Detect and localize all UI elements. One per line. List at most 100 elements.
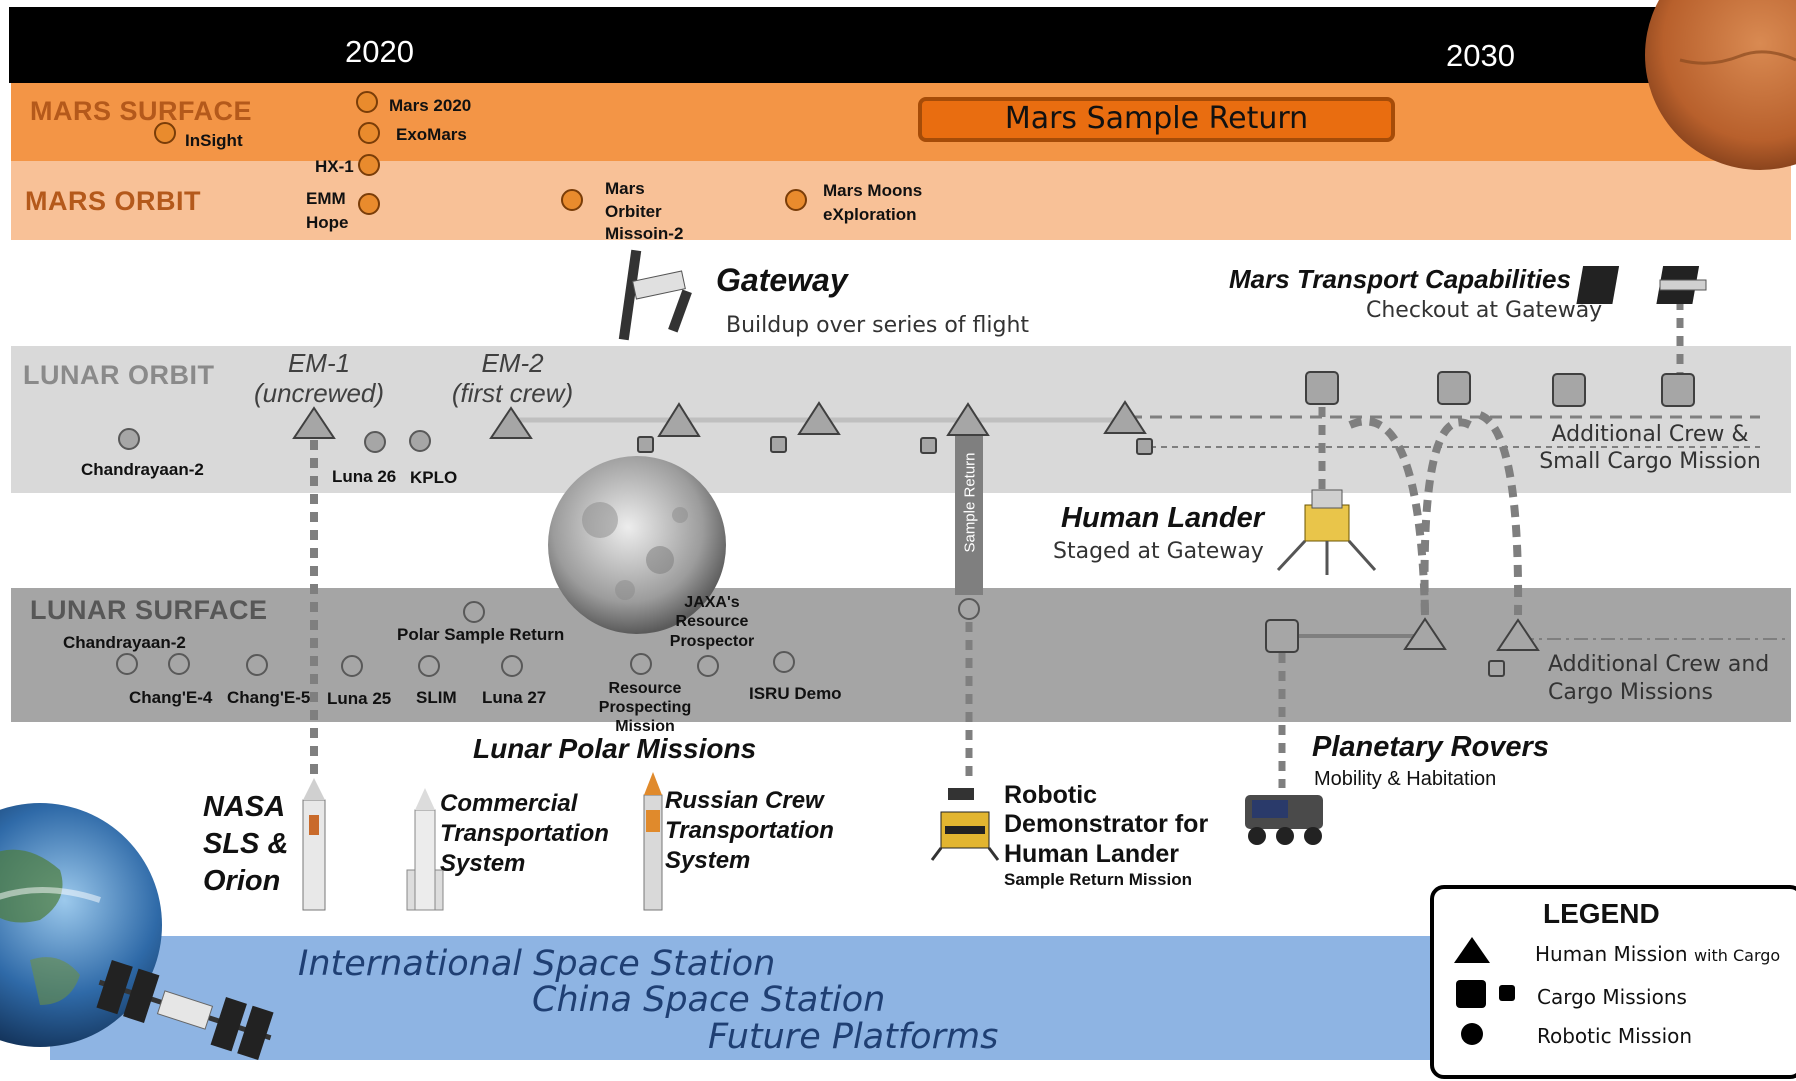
slim-label: SLIM	[416, 688, 457, 707]
legend-circle-icon	[1461, 1023, 1483, 1045]
cargo-orbit-4-marker	[1661, 373, 1695, 407]
robotic-demo-line1: Robotic	[1004, 781, 1098, 809]
leo-band	[50, 936, 1430, 1060]
cargo-orbit-1-marker	[1305, 371, 1339, 405]
emm-hope-marker	[358, 193, 380, 215]
change4-label: Chang'E-4	[129, 688, 213, 707]
jaxa-label-line2: Resource	[675, 613, 749, 630]
mars-surface-band	[11, 83, 1791, 161]
lunar-surface-title: LUNAR SURFACE	[30, 595, 268, 625]
legend-human-text: Human Mission	[1535, 942, 1688, 966]
human-lander-title: Human Lander	[1061, 502, 1265, 534]
additional-orbit-label-line1: Additional Crew &	[1551, 422, 1749, 447]
legend-small-square-icon	[1499, 985, 1515, 1001]
iss-icon	[96, 959, 274, 1061]
chandrayaan2-surface-marker	[116, 653, 138, 675]
hx1-label: HX-1	[315, 157, 354, 176]
mars-transport-subtitle: Checkout at Gateway	[1366, 298, 1603, 323]
rpm-label-line1: Resource	[608, 680, 682, 697]
cargo-surface-marker	[1265, 619, 1299, 653]
robotic-mission-markers-orbit	[118, 428, 431, 453]
luna26-label: Luna 26	[332, 467, 397, 486]
polar-sample-return-label: Polar Sample Return	[397, 625, 565, 644]
isru-marker	[773, 651, 795, 673]
additional-surface-label-line1: Additional Crew and	[1548, 652, 1770, 677]
mmx-label-line1: Mars Moons	[823, 181, 923, 200]
commercial-label-line2: Transportation	[440, 820, 609, 847]
mom2-label-line1: Mars	[605, 179, 645, 198]
mars-transport-title: Mars Transport Capabilities	[1229, 264, 1571, 294]
sls-rocket-icon	[302, 778, 326, 911]
small-cargo-1-marker	[637, 436, 654, 453]
insight-label: InSight	[185, 131, 243, 150]
jaxa-label-line1: JAXA's	[684, 594, 740, 611]
lunar-orbit-title: LUNAR ORBIT	[23, 360, 215, 390]
commercial-label-line3: System	[440, 850, 526, 877]
sls-label-line2: SLS &	[203, 828, 289, 860]
russian-label-line1: Russian Crew	[665, 787, 824, 814]
kplo-label: KPLO	[410, 468, 458, 487]
mmx-label-line2: eXploration	[823, 205, 917, 224]
cargo-orbit-2-marker	[1437, 371, 1471, 405]
lunar-polar-missions-title: Lunar Polar Missions	[473, 733, 757, 764]
rpm-label-line3: Mission	[615, 718, 675, 735]
luna26-marker	[364, 431, 386, 453]
timeline-header	[9, 7, 1796, 83]
mars2020-label: Mars 2020	[389, 96, 472, 115]
luna27-label: Luna 27	[482, 688, 547, 707]
robotic-demo-sub: Sample Return Mission	[1004, 870, 1192, 889]
hx1-marker	[358, 154, 380, 176]
planetary-rovers-title: Planetary Rovers	[1312, 731, 1549, 763]
em1-label-line2: (uncrewed)	[253, 378, 385, 408]
sample-return-bar-label: Sample Return	[961, 452, 979, 553]
year-2030-label: 2030	[1446, 38, 1515, 73]
sample-return-surface-marker	[958, 598, 980, 620]
rpm-label-line2: Prospecting	[598, 699, 692, 716]
change5-label: Chang'E-5	[227, 688, 311, 707]
mom2-marker	[561, 189, 583, 211]
gateway-flight-3-marker	[946, 402, 990, 436]
rpm-marker	[630, 653, 652, 675]
jaxa-marker	[697, 655, 719, 677]
additional-orbit-label-line2: Small Cargo Mission	[1539, 449, 1761, 474]
mom2-label-line3: Missoin-2	[605, 224, 684, 243]
legend-triangle-icon	[1454, 937, 1490, 963]
em2-marker	[489, 406, 533, 439]
small-cargo-4-marker	[1136, 438, 1153, 455]
descent-path-2	[1420, 418, 1472, 616]
css-label: China Space Station	[532, 980, 886, 1020]
chandrayaan2-surface-label: Chandrayaan-2	[63, 633, 186, 652]
legend-robotic-label: Robotic Mission	[1537, 1024, 1693, 1048]
russian-label-line3: System	[665, 847, 751, 874]
commercial-label-line1: Commercial	[440, 790, 578, 817]
mars-sample-return-label: Mars Sample Return	[1004, 101, 1309, 136]
mars-orbit-band	[11, 161, 1791, 240]
luna27-marker	[501, 655, 523, 677]
em2-label-line1: EM-2	[481, 348, 544, 378]
human-mission-markers	[292, 400, 1540, 651]
gateway-title: Gateway	[716, 262, 848, 298]
iss-label: International Space Station	[298, 944, 776, 984]
exomars-label: ExoMars	[396, 125, 467, 144]
human-lander-icon	[1276, 489, 1377, 575]
robotic-lander-icon	[930, 788, 1000, 861]
surface-human-1-marker	[1403, 617, 1447, 650]
small-cargo-5-marker	[1488, 660, 1505, 677]
lunar-surface-band	[11, 588, 1791, 722]
em1-label-line1: EM-1	[287, 348, 351, 378]
gateway-flight-2-marker	[797, 401, 841, 435]
moon-icon	[548, 456, 726, 634]
surface-human-2-marker	[1496, 618, 1540, 651]
russian-rocket-icon	[643, 772, 663, 911]
mars2020-marker	[356, 91, 378, 113]
sls-label-line3: Orion	[203, 865, 281, 897]
legend-title: LEGEND	[1543, 898, 1660, 929]
legend-big-square-icon	[1456, 980, 1486, 1008]
hope-label: Hope	[306, 213, 349, 232]
jaxa-label-line3: Prospector	[669, 633, 755, 650]
gateway-flight-1-marker	[657, 402, 701, 437]
year-2020-label: 2020	[345, 34, 414, 69]
gateway-flight-4-marker	[1103, 400, 1147, 434]
mars-orbit-title: MARS ORBIT	[25, 186, 201, 216]
